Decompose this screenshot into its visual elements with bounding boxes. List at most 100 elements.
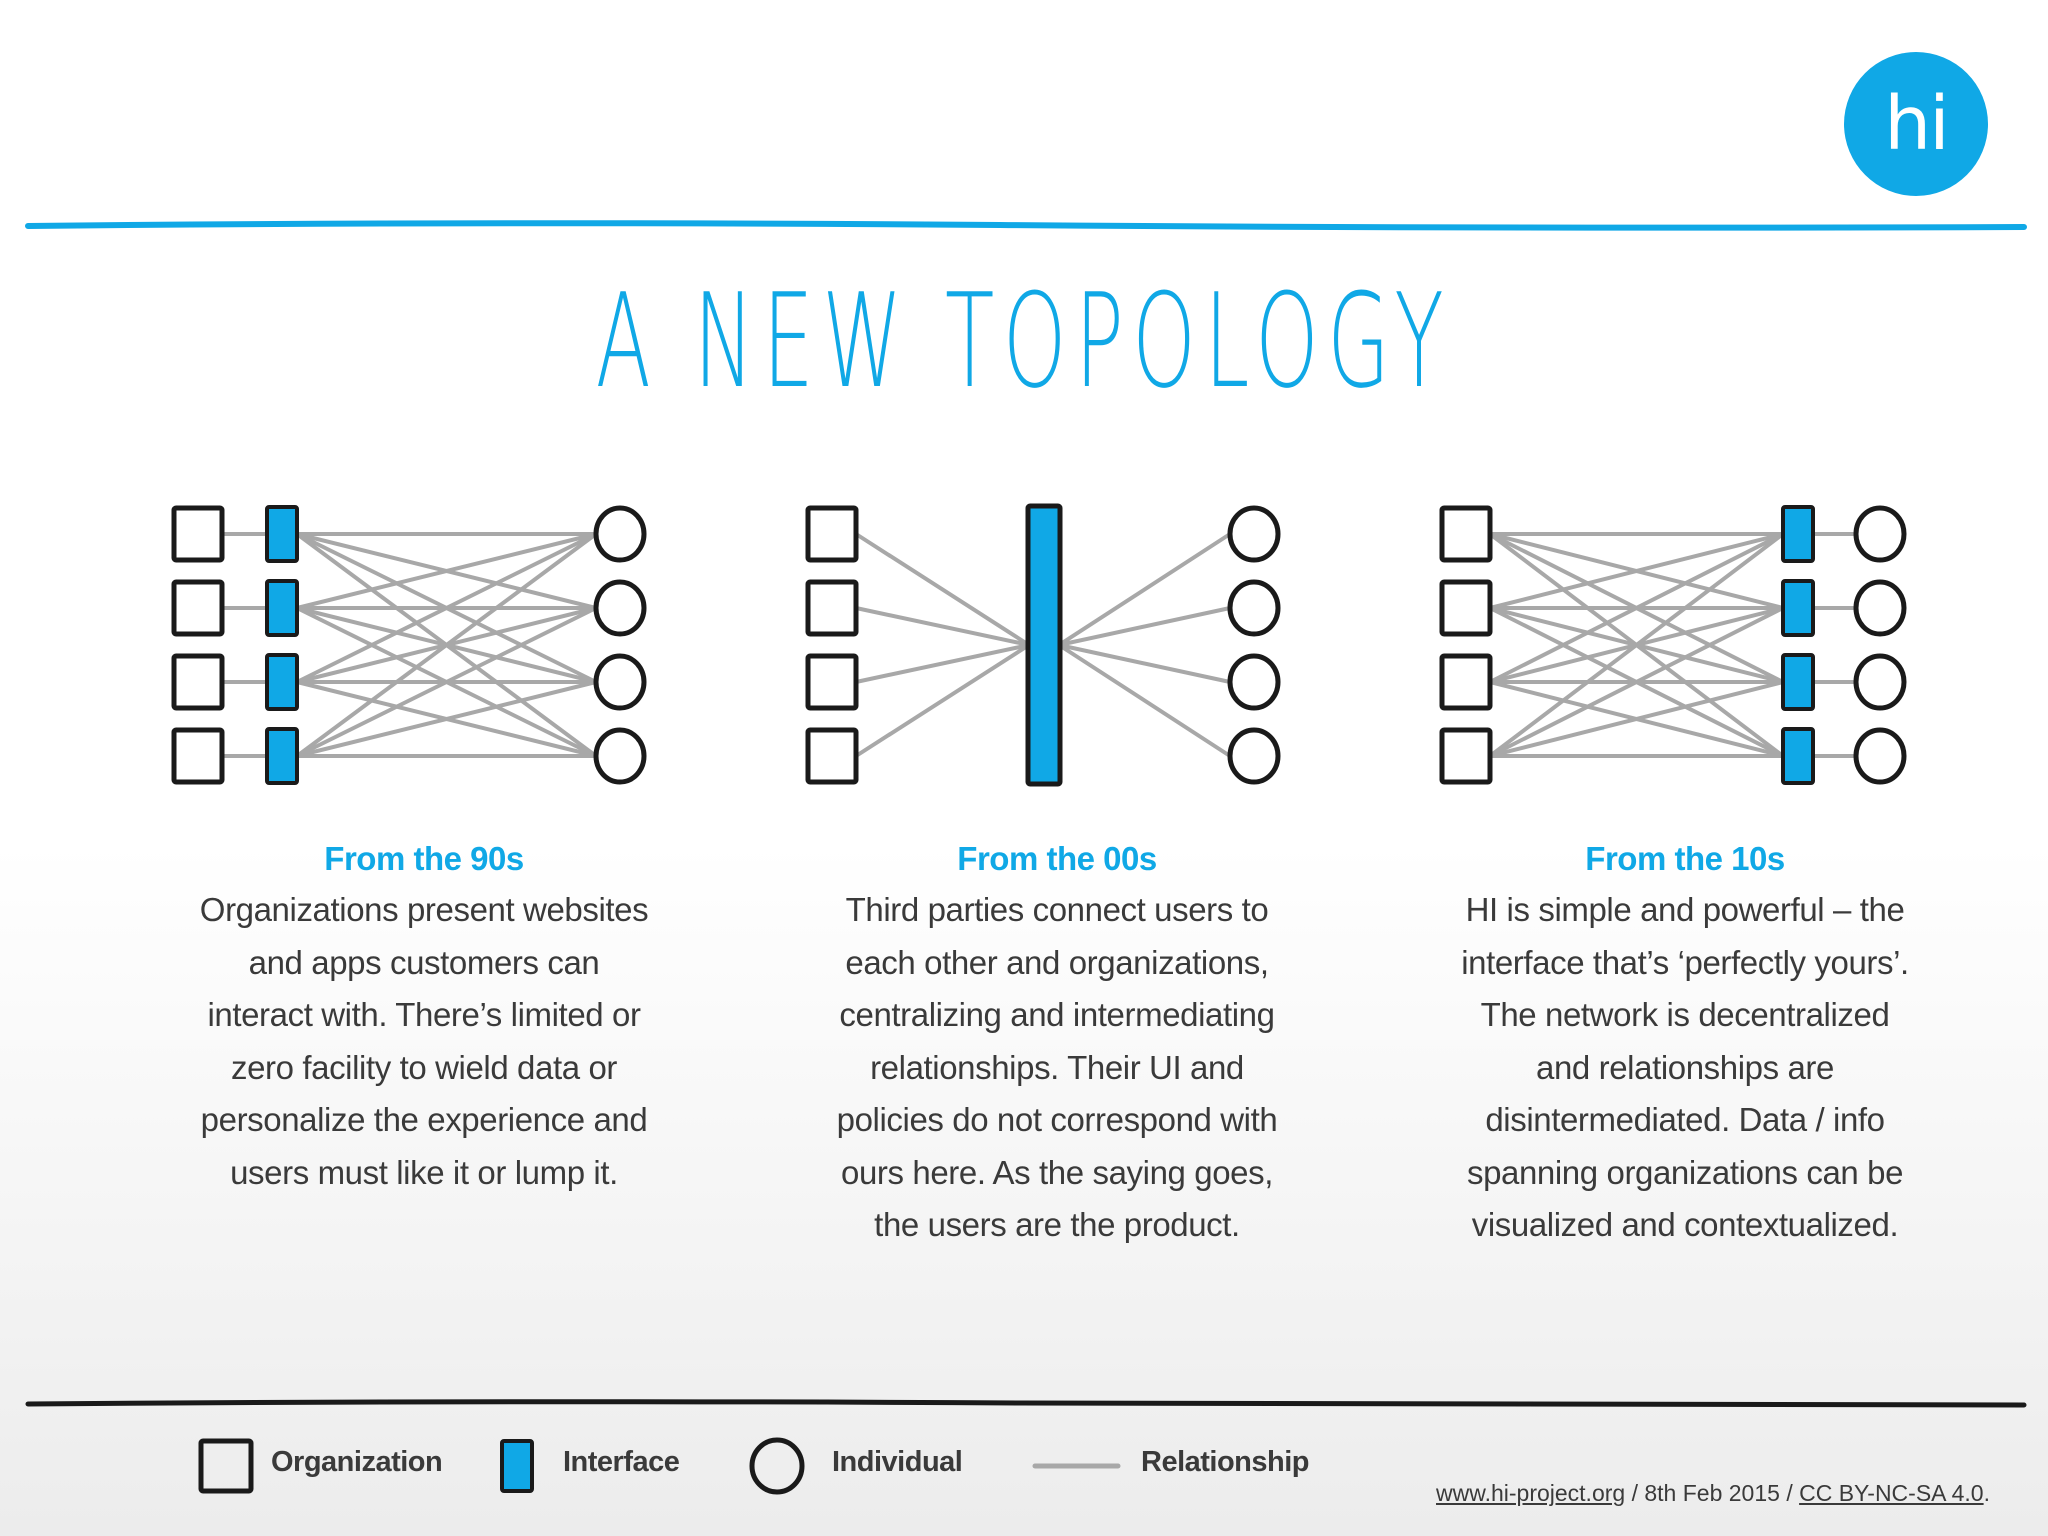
footer-end: .	[1983, 1480, 1990, 1506]
organization-node	[1439, 727, 1493, 785]
panel-00s: From the 00s Third parties connect users…	[777, 840, 1337, 1252]
relationship-line	[854, 606, 1031, 647]
individual-node	[1227, 727, 1281, 785]
individual-node	[593, 505, 647, 563]
interface-node	[265, 727, 299, 785]
legend-individual-label: Individual	[832, 1446, 963, 1478]
interface-node	[1781, 505, 1815, 563]
legend-interface-icon	[500, 1439, 534, 1493]
individual-node	[1227, 579, 1281, 637]
body-line: the users are the product.	[874, 1206, 1240, 1243]
relationship-line	[854, 643, 1031, 758]
legend-individual-icon	[749, 1437, 805, 1495]
individual-node	[1853, 505, 1907, 563]
individual-node	[593, 653, 647, 711]
footer-date: / 8th Feb 2015 /	[1625, 1480, 1800, 1506]
interface-node	[265, 579, 299, 637]
legend-relationship-label: Relationship	[1141, 1446, 1310, 1478]
body-line: and apps customers can	[248, 943, 600, 981]
legend-organization-icon	[198, 1438, 254, 1494]
individual-node	[1227, 653, 1281, 711]
body-line: users must like it or lump it.	[230, 1153, 618, 1191]
body-line: HI is simple and powerful – the	[1465, 891, 1905, 928]
body-line: each other and organizations,	[845, 943, 1269, 981]
relationship-line	[854, 643, 1031, 684]
page-title: A NEW TOPOLOGY	[595, 265, 1453, 417]
individual-node	[593, 727, 647, 785]
relationship-line	[1057, 606, 1232, 647]
panel-10s: From the 10s HI is simple and powerful –…	[1405, 840, 1965, 1252]
relationship-line	[295, 532, 598, 610]
panel-heading: From the 90s	[324, 840, 524, 877]
interface-node	[1781, 579, 1815, 637]
relationship-line	[295, 680, 598, 758]
interface-node	[1781, 727, 1815, 785]
body-line: spanning organizations can be	[1466, 1153, 1904, 1191]
body-line: interface that’s ‘perfectly yours’.	[1461, 943, 1909, 981]
relationship-line	[295, 606, 598, 758]
organization-node	[1439, 579, 1493, 637]
body-line: visualized and contextualized.	[1471, 1206, 1899, 1243]
interface-node	[265, 653, 299, 711]
organization-node	[171, 727, 225, 785]
relationship-line	[1488, 606, 1785, 758]
site-link[interactable]: www.hi-project.org	[1436, 1480, 1626, 1506]
diagram-00s	[805, 503, 1281, 787]
organization-node	[805, 579, 859, 637]
organization-node	[171, 653, 225, 711]
body-line: relationships. Their UI and	[870, 1048, 1244, 1086]
individual-node	[593, 579, 647, 637]
relationship-line	[1488, 532, 1785, 758]
relationship-line	[295, 532, 598, 684]
body-line: centralizing and intermediating	[839, 996, 1275, 1033]
diagram-10s	[1439, 505, 1907, 785]
individual-node	[1227, 505, 1281, 563]
relationship-line	[1488, 532, 1785, 610]
body-line: policies do not correspond with	[836, 1101, 1278, 1138]
legend-interface-label: Interface	[563, 1446, 680, 1478]
organization-node	[1439, 653, 1493, 711]
relationship-line	[1057, 532, 1232, 647]
relationship-line	[1057, 643, 1232, 758]
individual-node	[1853, 727, 1907, 785]
top-rule	[25, 220, 2027, 231]
panel-heading: From the 10s	[1585, 840, 1785, 877]
body-line: personalize the experience and	[200, 1101, 648, 1138]
individual-node	[1853, 579, 1907, 637]
organization-node	[171, 505, 225, 563]
hi-logo: hi	[1844, 52, 1988, 196]
relationship-line	[854, 532, 1031, 647]
organization-node	[171, 579, 225, 637]
body-line: interact with. There’s limited or	[207, 996, 641, 1033]
license-link[interactable]: CC BY-NC-SA 4.0	[1799, 1480, 1984, 1506]
body-line: The network is decentralized	[1480, 996, 1890, 1033]
legend-organization-label: Organization	[271, 1446, 443, 1478]
interface-node	[265, 505, 299, 563]
bottom-rule	[25, 1399, 2027, 1408]
interface-node	[1025, 503, 1063, 787]
diagram-90s	[171, 505, 647, 785]
body-line: Organizations present websites	[199, 891, 649, 928]
organization-node	[805, 727, 859, 785]
relationship-line	[1057, 643, 1232, 684]
body-line: zero facility to wield data or	[230, 1048, 617, 1086]
organization-node	[805, 653, 859, 711]
footer-credit: www.hi-project.org / 8th Feb 2015 / CC B…	[1436, 1480, 1990, 1507]
panel-90s: From the 90s Organizations present websi…	[144, 840, 704, 1199]
body-line: disintermediated. Data / info	[1485, 1101, 1885, 1138]
relationship-line	[1488, 532, 1785, 684]
body-line: and relationships are	[1536, 1048, 1834, 1086]
relationship-line	[1488, 680, 1785, 758]
panel-body: Third parties connect users to each othe…	[777, 884, 1337, 1252]
organization-node	[1439, 505, 1493, 563]
individual-node	[1853, 653, 1907, 711]
panel-heading: From the 00s	[957, 840, 1157, 877]
body-line: ours here. As the saying goes,	[841, 1153, 1273, 1191]
organization-node	[805, 505, 859, 563]
panel-body: HI is simple and powerful – the interfac…	[1405, 884, 1965, 1252]
body-line: Third parties connect users to	[845, 891, 1269, 928]
relationship-line	[295, 532, 598, 758]
interface-node	[1781, 653, 1815, 711]
panel-body: Organizations present websites and apps …	[144, 884, 704, 1199]
